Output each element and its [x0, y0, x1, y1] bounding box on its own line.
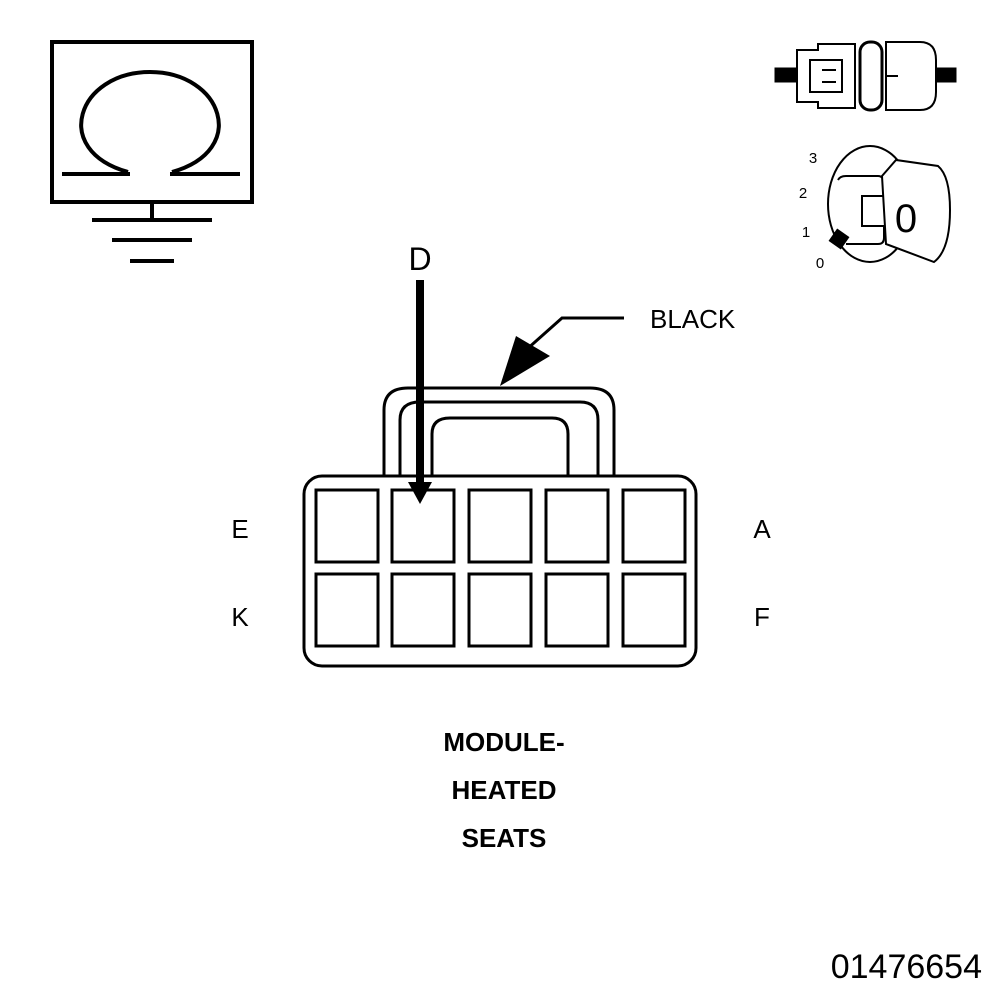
cavity-k: [314, 572, 380, 648]
pin-label-f: F: [754, 602, 770, 632]
cavity-h: [467, 572, 533, 648]
cavity-a: [621, 488, 687, 564]
ignition-position-2: 2: [799, 185, 807, 202]
connector-cavities: [314, 488, 687, 648]
cavity-g: [544, 572, 610, 648]
cavity-c: [467, 488, 533, 564]
ignition-key-off-icon: [827, 145, 952, 264]
ignition-key-label: 0: [895, 197, 917, 241]
probe-arrow: [408, 280, 432, 504]
component-name-line-2: HEATED: [452, 775, 557, 805]
disconnected-connector-icon: [774, 40, 957, 112]
cavity-e: [314, 488, 380, 564]
cavity-d: [390, 488, 456, 564]
ignition-position-3: 3: [809, 150, 817, 167]
ignition-position-0: 0: [816, 255, 824, 272]
connector-color-label: BLACK: [650, 304, 736, 334]
probe-pin-label: D: [408, 241, 431, 277]
figure-id: 01476654: [831, 948, 982, 986]
pin-label-k: K: [231, 602, 249, 632]
cavity-b: [544, 488, 610, 564]
ohmmeter-ground-icon: [50, 40, 254, 263]
component-name-line-3: SEATS: [462, 823, 547, 853]
ignition-position-1: 1: [802, 224, 810, 241]
color-leader-arrow: [500, 316, 624, 386]
cavity-j: [390, 572, 456, 648]
cavity-f: [621, 572, 687, 648]
pin-label-e: E: [231, 514, 248, 544]
pin-label-a: A: [753, 514, 771, 544]
component-name-line-1: MODULE-: [443, 727, 564, 757]
